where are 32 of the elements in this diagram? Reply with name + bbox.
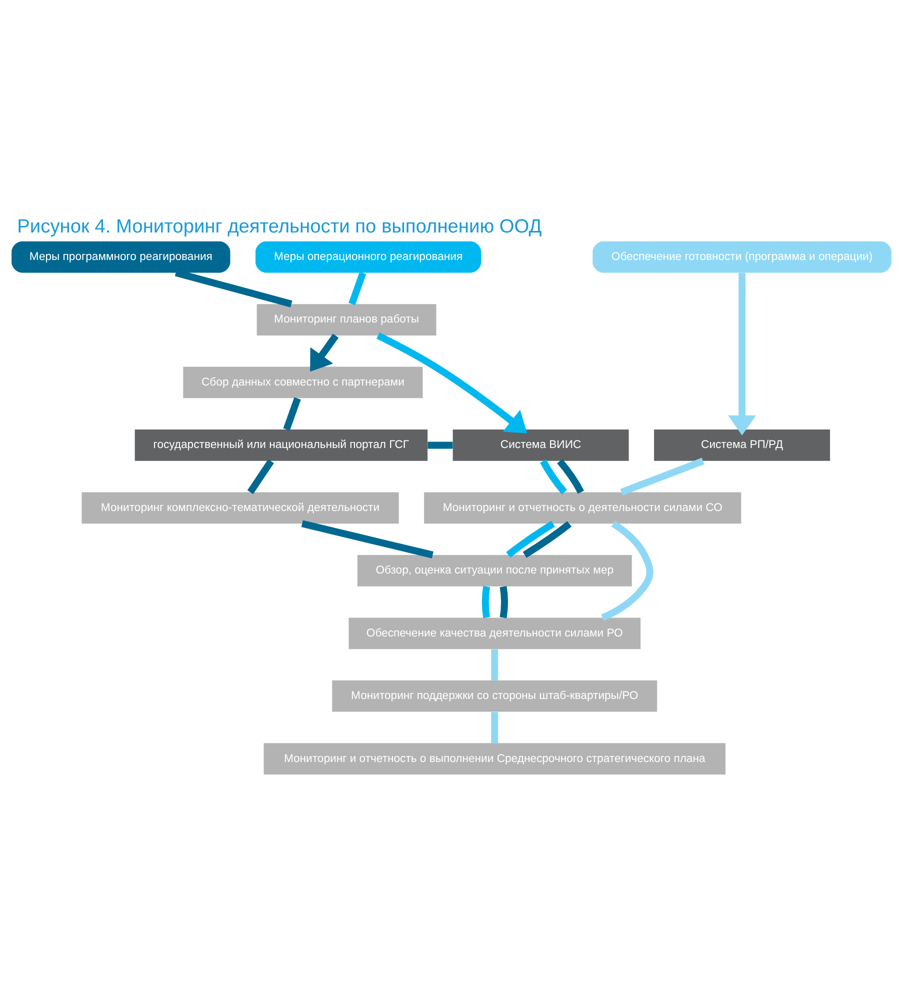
- connector: [500, 586, 508, 618]
- node-box: Мониторинг поддержки со стороны штаб-квартиры/РО: [332, 680, 658, 712]
- connector: [522, 520, 572, 558]
- connector: [247, 458, 274, 494]
- node-box: Мониторинг и отчетность о выполнении Среднесрочного стратегического плана: [264, 742, 726, 774]
- arrow: [376, 332, 528, 433]
- node-box: Система РП/РД: [654, 429, 830, 460]
- node-box: Обеспечение качества деятельности силами РО: [348, 617, 641, 649]
- connector: [283, 396, 301, 430]
- connector: [348, 271, 366, 305]
- connector: [506, 520, 555, 558]
- node-box: Система ВИИС: [452, 429, 629, 460]
- connector: [491, 712, 498, 743]
- connector: [540, 459, 568, 494]
- arrow: [310, 333, 339, 372]
- node-box: Обзор, оценка ситуации после принятых мер: [357, 554, 632, 586]
- node-box: Мониторинг планов работы: [256, 304, 436, 335]
- connector: [601, 520, 654, 620]
- node-box: Мониторинг и отчетность о деятельности силами СО: [424, 492, 742, 524]
- node-box: Обеспечение готовности (программа и операции): [592, 240, 892, 272]
- diagram-title: Рисунок 4. Мониторинг деятельности по выполнению ООД: [17, 216, 542, 237]
- connector: [482, 586, 490, 618]
- arrow: [728, 272, 756, 435]
- node-box: государственный или национальный портал ГСГ: [134, 429, 428, 460]
- connector: [491, 648, 498, 680]
- node-box: Меры программного реагирования: [12, 240, 230, 272]
- connector: [428, 441, 453, 448]
- node-box: Сбор данных совместно с партнерами: [183, 366, 423, 398]
- node-box: Мониторинг комплексно-тематической деятельности: [82, 492, 399, 524]
- node-box: Меры операционного реагирования: [256, 240, 482, 272]
- connector: [557, 458, 584, 494]
- connector: [620, 457, 704, 495]
